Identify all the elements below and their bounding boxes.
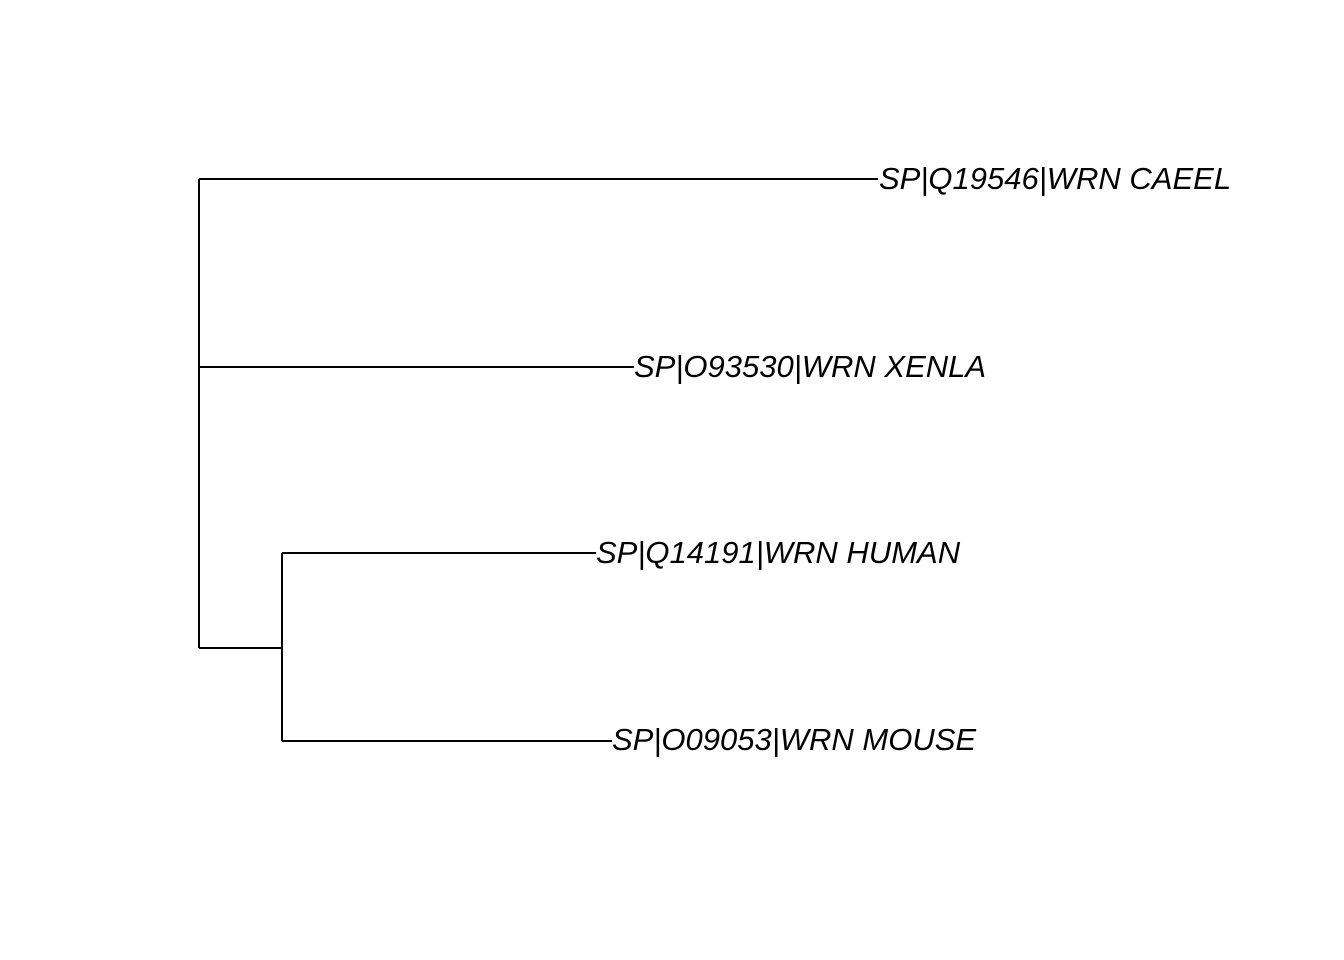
- tip-label-mouse: SP|O09053|WRN MOUSE: [612, 722, 976, 757]
- tip-label-xenla: SP|O93530|WRN XENLA: [634, 349, 986, 384]
- tip-label-human: SP|Q14191|WRN HUMAN: [596, 535, 961, 570]
- tip-label-caeel: SP|Q19546|WRN CAEEL: [879, 161, 1231, 196]
